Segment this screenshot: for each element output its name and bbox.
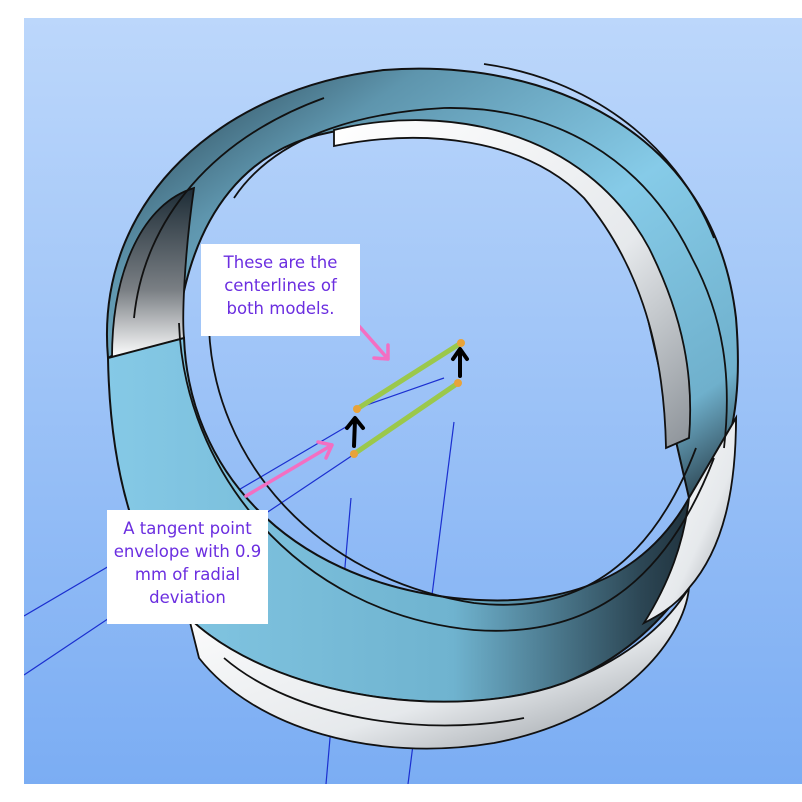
callout-line: deviation: [149, 588, 226, 607]
callout-line: both models.: [226, 299, 335, 318]
callout-line: These are the: [223, 253, 338, 272]
endpoint: [353, 405, 361, 413]
arrow-up-icon: [345, 416, 365, 448]
ring-edges: [133, 63, 728, 727]
endpoint: [457, 339, 465, 347]
ring-edge: [133, 97, 325, 319]
axis-lines-front: [357, 377, 445, 409]
ring-left-shade: [111, 186, 196, 360]
callout-line: envelope with 0.9: [113, 542, 262, 561]
ring-edge: [483, 63, 715, 239]
ring-right-rim: [641, 414, 737, 626]
deviation-arrows: [345, 347, 469, 448]
axis-line: [357, 377, 445, 409]
arrow-up-icon: [451, 347, 469, 378]
endpoint: [350, 450, 358, 458]
centerlines-callout: These are the centerlines of both models…: [201, 244, 360, 336]
ring-edge: [223, 657, 525, 727]
centerline-endpoints: [350, 339, 465, 458]
callout-line: A tangent point: [123, 519, 252, 538]
cad-scene: [24, 18, 802, 784]
ring-edge: [178, 322, 715, 632]
ring-edge: [233, 107, 728, 449]
callout-line: centerlines of: [224, 276, 337, 295]
centerlines: [351, 340, 464, 457]
cad-viewport[interactable]: These are the centerlines of both models…: [24, 18, 802, 784]
centerline-upper: [354, 340, 464, 412]
endpoint: [454, 379, 462, 387]
ring-inner-strip: [333, 119, 692, 450]
ring-edge: [208, 327, 697, 606]
envelope-callout: A tangent point envelope with 0.9 mm of …: [107, 510, 268, 624]
callout-line: mm of radial: [134, 565, 241, 584]
envelope-callout-arrow: [244, 440, 334, 498]
centerline-lower: [351, 380, 461, 457]
ring-bottom-rim: [187, 587, 690, 750]
